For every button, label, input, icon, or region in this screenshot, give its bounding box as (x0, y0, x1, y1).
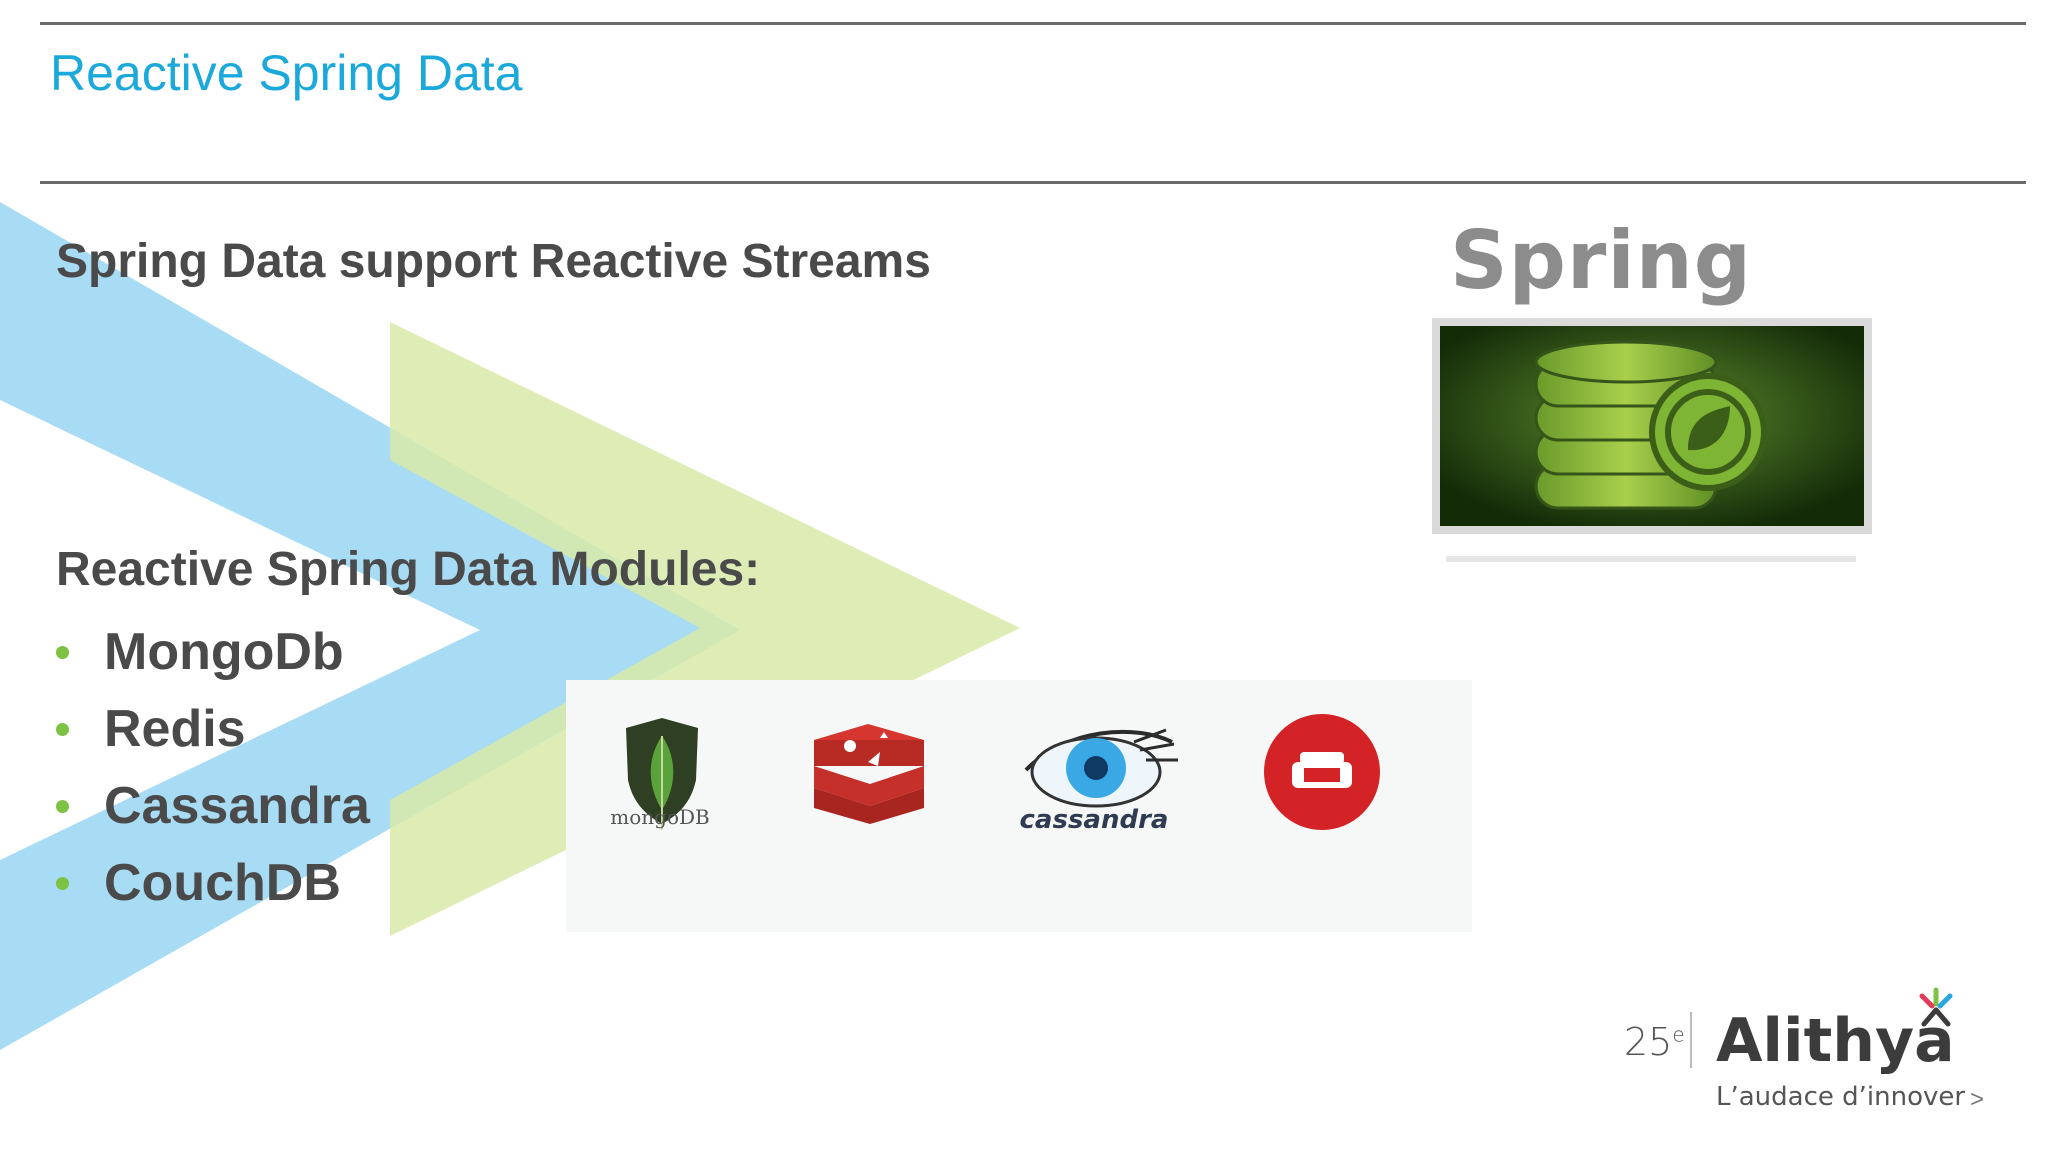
db-logos-svg: mongoDB cassandra (610, 714, 1380, 835)
footer-divider (1690, 1012, 1692, 1068)
anniversary-mark: 25e (1624, 1020, 1685, 1064)
mongodb-caption: mongoDB (610, 805, 709, 829)
list-item: MongoDb (56, 614, 370, 691)
module-label: CouchDB (104, 854, 341, 912)
anniversary-number: 25 (1624, 1020, 1673, 1064)
spring-data-logo: Spring Data (1426, 214, 1906, 570)
redis-icon (814, 724, 924, 824)
green-chevron (390, 322, 1020, 936)
blue-chevron (0, 202, 740, 1050)
top-rule (40, 22, 2026, 25)
list-item: Cassandra (56, 768, 370, 845)
bullet-icon (56, 646, 69, 659)
brand-star-icon (1919, 987, 1953, 1027)
next-slide-arrow[interactable]: > (1970, 1086, 1985, 1113)
anniversary-suffix: e (1672, 1022, 1685, 1047)
list-item: CouchDB (56, 845, 370, 922)
slide-title: Reactive Spring Data (50, 45, 523, 101)
intro-heading: Spring Data support Reactive Streams (56, 235, 931, 288)
module-label: MongoDb (104, 623, 344, 681)
module-label: Cassandra (104, 777, 370, 835)
couchdb-icon (1264, 714, 1380, 830)
mongodb-icon (626, 718, 698, 830)
brand-tagline: L’audace d’innover (1716, 1082, 1966, 1112)
bullet-icon (56, 800, 69, 813)
list-item: Redis (56, 691, 370, 768)
modules-list: MongoDb Redis Cassandra CouchDB (56, 614, 370, 922)
module-label: Redis (104, 700, 246, 758)
modules-heading: Reactive Spring Data Modules: (56, 543, 761, 596)
cassandra-caption: cassandra (1020, 805, 1169, 835)
cassandra-eye-icon (1024, 728, 1178, 808)
bullet-icon (56, 723, 69, 736)
database-leaf-icon (1432, 318, 1872, 562)
database-logos: mongoDB cassandra (566, 680, 1472, 932)
title-rule (40, 181, 2026, 184)
bullet-icon (56, 877, 69, 890)
brand-name: Alithya (1716, 1006, 1955, 1076)
